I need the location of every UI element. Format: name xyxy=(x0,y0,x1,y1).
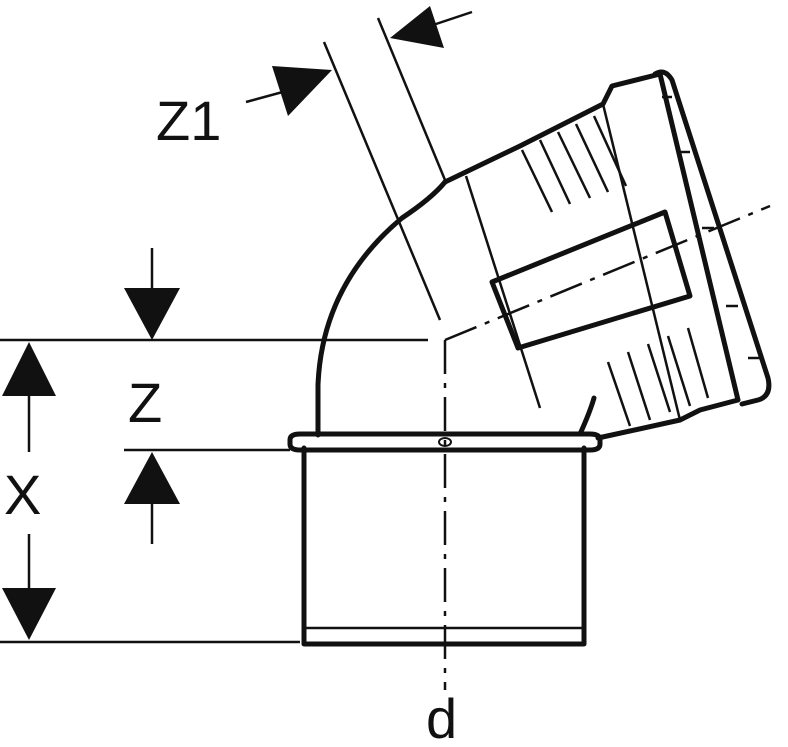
fitting-outline xyxy=(287,69,772,647)
dimension-lines xyxy=(0,6,473,644)
grip-ribs-upper xyxy=(520,115,628,213)
z1-arrow-right-shaft xyxy=(429,10,473,28)
socket-rim xyxy=(287,431,603,453)
inner-bend xyxy=(577,395,597,437)
grip-ribs-lower xyxy=(606,327,710,427)
angled-axis xyxy=(444,204,771,342)
z-arrow-top-icon xyxy=(124,288,180,340)
z1-extension-left xyxy=(322,41,442,321)
label-d: d xyxy=(426,687,457,747)
angled-socket-edge xyxy=(464,175,542,409)
z1-arrow-left-icon xyxy=(272,66,332,116)
label-z: Z xyxy=(128,371,162,434)
cap-notches xyxy=(662,95,760,360)
label-band xyxy=(489,209,693,351)
x-arrow-bottom-icon xyxy=(2,588,56,640)
outer-bend xyxy=(315,179,448,438)
z-arrow-bottom-icon xyxy=(124,452,180,504)
end-cap xyxy=(652,69,772,407)
x-arrow-top-icon xyxy=(2,342,56,396)
label-z1: Z1 xyxy=(156,89,221,152)
label-x: X xyxy=(4,463,41,526)
z1-extension-right xyxy=(376,17,447,181)
z1-arrow-right-icon xyxy=(390,6,444,48)
angled-socket-body xyxy=(442,71,741,441)
axis-lines xyxy=(443,204,771,690)
angled-socket-inner-line xyxy=(601,103,682,421)
